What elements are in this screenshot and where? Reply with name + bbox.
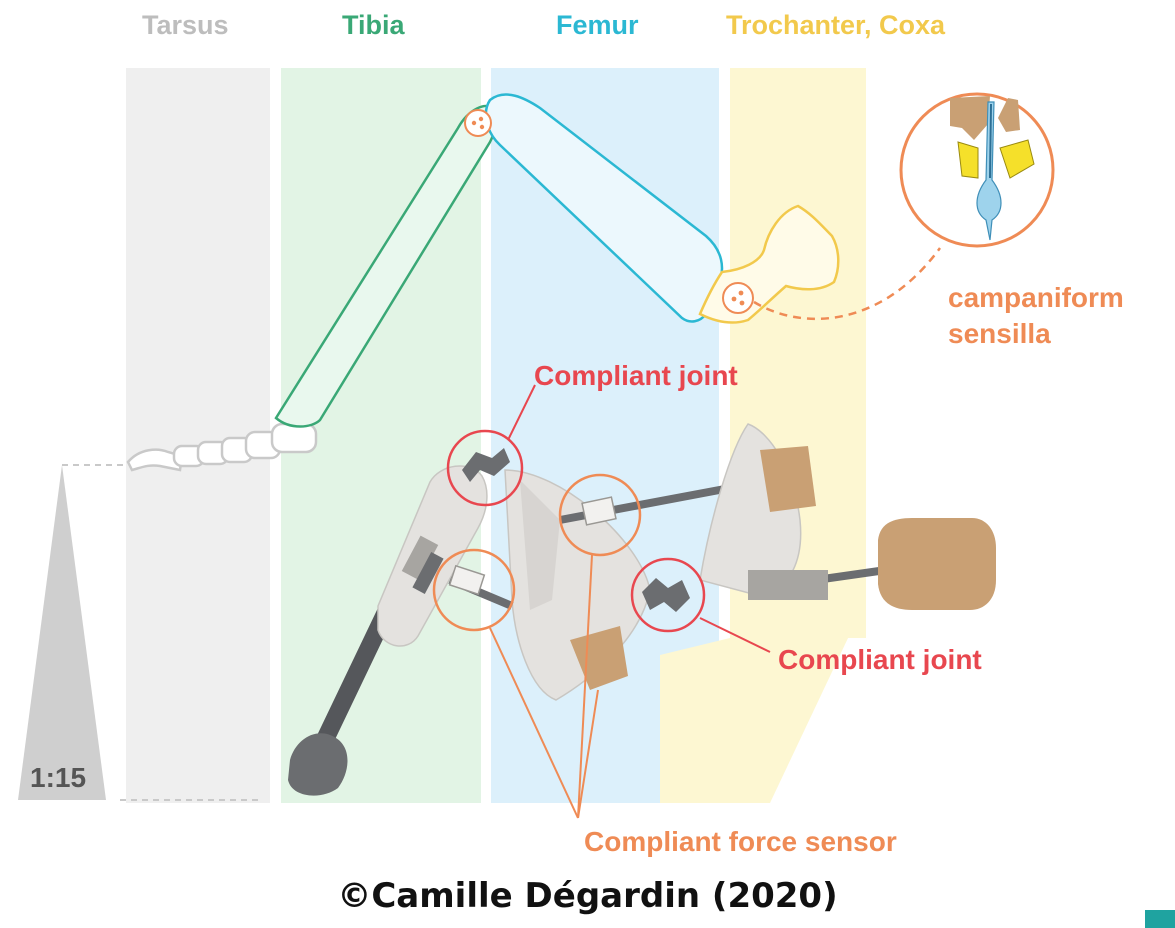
femur-outline	[484, 93, 724, 323]
sensor-circle-lower	[432, 548, 516, 632]
scale-triangle	[18, 465, 106, 800]
compliant-joint-label-top: Compliant joint	[534, 360, 738, 391]
robot-motor	[878, 518, 996, 610]
campaniform-label: campaniform	[948, 282, 1124, 313]
leader-sensor-upper	[577, 554, 593, 819]
femur-title: Femur	[556, 10, 639, 40]
joint-circle-coxa	[630, 557, 706, 633]
copyright-credit: ©Camille Dégardin (2020)	[337, 876, 838, 916]
tibia-title: Tibia	[342, 10, 405, 40]
compliant-joint-label-right: Compliant joint	[778, 644, 982, 675]
tarsus-outline	[126, 422, 318, 472]
leader-joint-top	[507, 384, 536, 441]
sensilla-marker-tibia	[464, 109, 492, 137]
joint-hinge-tibia	[462, 448, 510, 482]
scale-label: 1:15	[30, 762, 87, 793]
tarsus-title: Tarsus	[142, 10, 229, 40]
robot-coxa-block-top	[760, 446, 816, 512]
force-sensor-label: Compliant force sensor	[584, 826, 897, 857]
leader-joint-right	[699, 617, 771, 653]
robot-tibia-clamp-a	[401, 535, 439, 581]
leader-sensor-block	[577, 689, 599, 819]
sensilla-marker-trochanter	[722, 282, 754, 314]
joint-hinge-coxa	[642, 578, 690, 612]
tibia-outline	[274, 104, 499, 428]
trochanter-band-lower	[660, 590, 866, 803]
trochanter-coxa-title: Trochanter, Coxa	[726, 10, 946, 40]
leader-sensor-lower	[489, 627, 579, 819]
robot-femur-fan-inner	[520, 480, 560, 610]
sensilla-zoom	[899, 92, 1055, 248]
robot-connector-upper	[581, 496, 617, 526]
tarsus-band	[126, 68, 270, 803]
sensilla-label: sensilla	[948, 318, 1051, 349]
robot-connector-lower	[448, 564, 486, 596]
corner-tab[interactable]	[1145, 910, 1175, 928]
robot-femur-block	[570, 626, 628, 690]
sensor-circle-upper	[558, 473, 642, 557]
sensilla-connector	[753, 247, 942, 321]
joint-circle-tibia	[446, 429, 524, 507]
robot-coxa-clamp	[748, 570, 828, 600]
robot-tibia-clamp-b	[412, 552, 444, 594]
